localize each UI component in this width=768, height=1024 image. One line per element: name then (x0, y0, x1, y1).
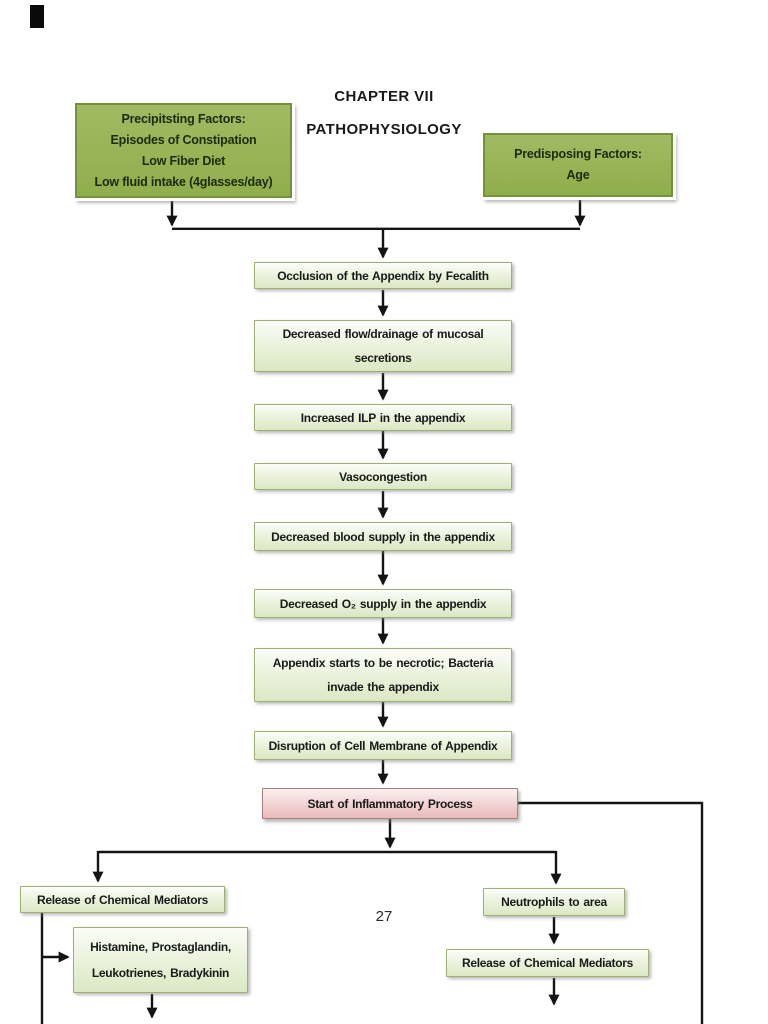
precipitating-factors-box: Precipitsting Factors: Episodes of Const… (75, 103, 292, 198)
step-occlusion-label: Occlusion of the Appendix by Fecalith (277, 268, 489, 283)
step-decreased-flow-line-1: Decreased flow/drainage of mucosal (282, 327, 484, 341)
neutrophils-label: Neutrophils to area (501, 895, 607, 909)
precipitating-line-2: Episodes of Constipation (110, 132, 257, 147)
step-increased-ilp-label: Increased ILP in the appendix (300, 410, 466, 425)
precipitating-line-1: Precipitsting Factors: (121, 111, 246, 126)
page-title: PATHOPHYSIOLOGY (306, 121, 462, 138)
step-decreased-blood-supply: Decreased blood supply in the appendix (254, 522, 512, 551)
left-mediators-label: Release of Chemical Mediators (36, 892, 209, 907)
step-decreased-flow-line-2: secretions (354, 351, 412, 365)
right-mediators-box: Release of Chemical Mediators (446, 949, 649, 977)
step-inflammatory-process-label: Start of Inflammatory Process (307, 796, 473, 811)
step-occlusion: Occlusion of the Appendix by Fecalith (254, 262, 512, 289)
step-decreased-o2-supply: Decreased O₂ supply in the appendix (254, 589, 512, 618)
neutrophils-box: Neutrophils to area (483, 888, 625, 916)
step-necrotic-bacteria-line-2: invade the appendix (327, 680, 439, 694)
chemicals-box: Histamine, Prostaglandin, Leukotrienes, … (73, 927, 248, 993)
right-mediators-label: Release of Chemical Mediators (461, 956, 634, 970)
step-vasocongestion-label: Vasocongestion (339, 469, 427, 484)
step-decreased-o2-supply-label: Decreased O₂ supply in the appendix (279, 596, 487, 611)
page-number: 27 (375, 908, 393, 925)
predisposing-factors-box: Predisposing Factors: Age (483, 133, 673, 197)
step-decreased-flow: Decreased flow/drainage of mucosal secre… (254, 320, 512, 372)
step-vasocongestion: Vasocongestion (254, 463, 512, 490)
step-membrane-disruption: Disruption of Cell Membrane of Appendix (254, 731, 512, 760)
step-necrotic-bacteria-line-1: Appendix starts to be necrotic; Bacteria (272, 656, 494, 670)
step-necrotic-bacteria: Appendix starts to be necrotic; Bacteria… (254, 648, 512, 702)
left-mediators-box: Release of Chemical Mediators (20, 886, 225, 913)
chemicals-line-2: Leukotrienes, Bradykinin (91, 966, 230, 980)
precipitating-line-4: Low fluid intake (4glasses/day) (94, 174, 273, 189)
step-increased-ilp: Increased ILP in the appendix (254, 404, 512, 431)
step-membrane-disruption-label: Disruption of Cell Membrane of Appendix (268, 738, 498, 753)
step-inflammatory-process: Start of Inflammatory Process (262, 788, 518, 819)
predisposing-line-1: Predisposing Factors: (514, 147, 642, 161)
predisposing-line-2: Age (566, 168, 590, 182)
scan-artifact (30, 5, 44, 28)
chemicals-line-1: Histamine, Prostaglandin, (90, 940, 231, 954)
chapter-title: CHAPTER VII (334, 88, 434, 105)
precipitating-line-3: Low Fiber Diet (141, 153, 226, 168)
step-decreased-blood-supply-label: Decreased blood supply in the appendix (271, 529, 495, 544)
